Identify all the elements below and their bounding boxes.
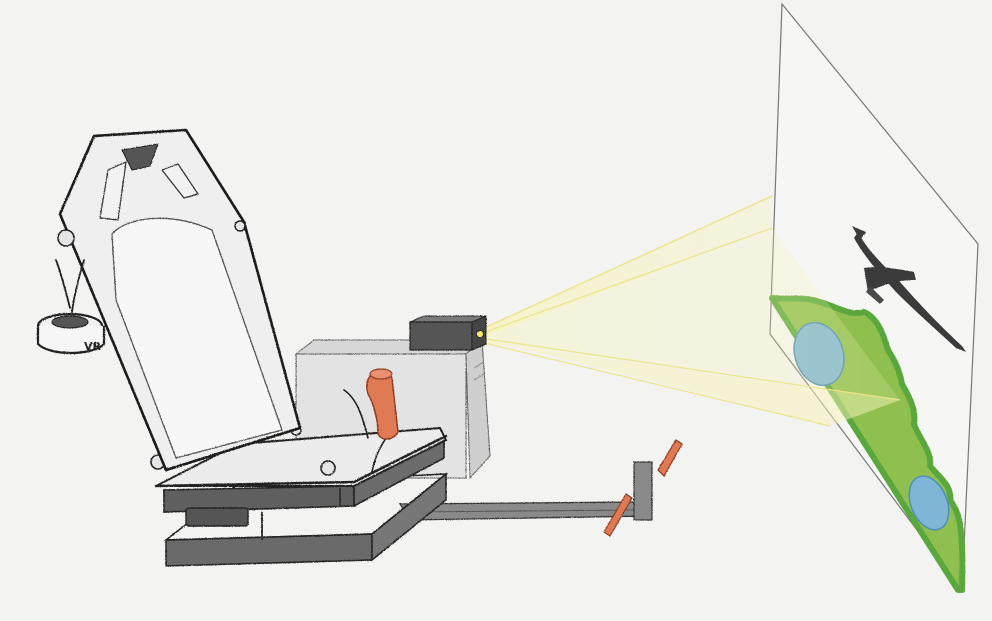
pedal-upper — [658, 440, 682, 476]
platform-bolt-center — [321, 461, 335, 475]
seat-back — [58, 130, 300, 470]
headset-label: VR — [84, 340, 102, 353]
actuator-block — [186, 508, 248, 526]
projector-lens — [477, 331, 484, 338]
projector — [410, 316, 486, 350]
